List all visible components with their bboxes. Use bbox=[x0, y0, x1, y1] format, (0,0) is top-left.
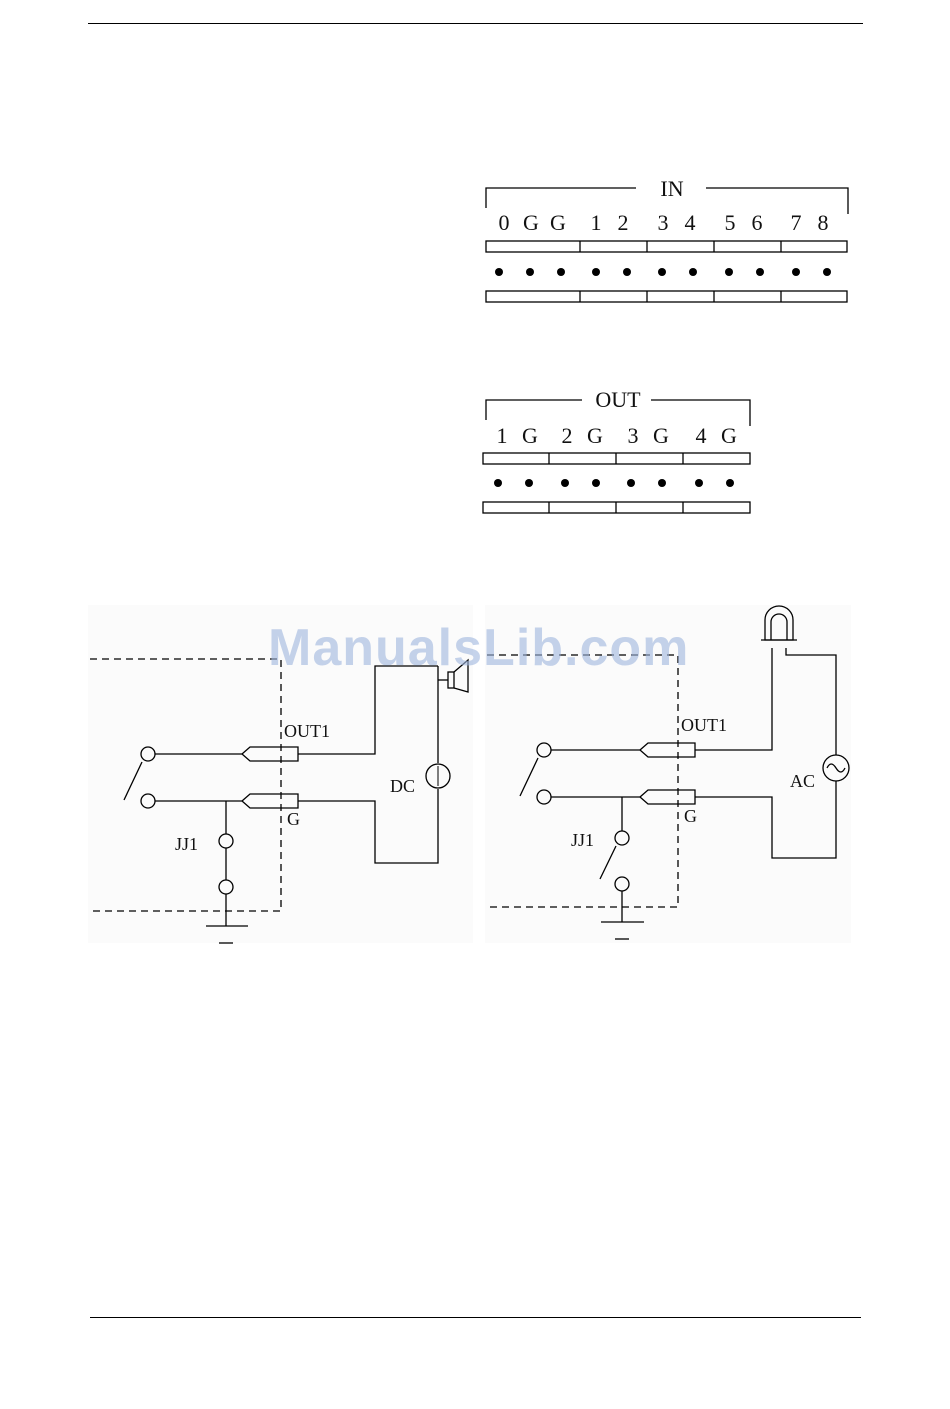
out-pin-label: G bbox=[522, 423, 538, 448]
in-pin-label: 5 bbox=[725, 210, 736, 235]
watermark: ManualsLib.com bbox=[268, 618, 689, 678]
out-connector bbox=[483, 400, 750, 513]
out-pin-label: 2 bbox=[562, 423, 573, 448]
out-pin-label: G bbox=[721, 423, 737, 448]
left-switch-label: JJ1 bbox=[175, 834, 198, 854]
terminal-dot bbox=[726, 479, 734, 487]
terminal-dot bbox=[756, 268, 764, 276]
left-source-label: DC bbox=[390, 776, 415, 796]
in-pin-label: 7 bbox=[791, 210, 802, 235]
in-pin-label: G bbox=[550, 210, 566, 235]
right-ground-label: G bbox=[684, 806, 697, 826]
in-pin-label: 6 bbox=[752, 210, 763, 235]
terminal-dot bbox=[725, 268, 733, 276]
terminal-dot bbox=[695, 479, 703, 487]
in-pin-label: 2 bbox=[618, 210, 629, 235]
right-switch-label: JJ1 bbox=[571, 830, 594, 850]
in-pin-label: 4 bbox=[685, 210, 696, 235]
terminal-dot bbox=[592, 268, 600, 276]
terminal-dot bbox=[495, 268, 503, 276]
out-pin-label: G bbox=[587, 423, 603, 448]
out-pin-label: 4 bbox=[696, 423, 707, 448]
left-ground-label: G bbox=[287, 809, 300, 829]
terminal-dot bbox=[561, 479, 569, 487]
in-pin-label: 0 bbox=[499, 210, 510, 235]
terminal-dot bbox=[792, 268, 800, 276]
terminal-dot bbox=[658, 479, 666, 487]
out-terminal-dots bbox=[494, 479, 734, 487]
in-pin-labels: 0 G G 1 2 3 4 5 6 7 8 bbox=[499, 210, 829, 235]
terminal-dot bbox=[525, 479, 533, 487]
terminal-dot bbox=[526, 268, 534, 276]
in-pin-label: 1 bbox=[591, 210, 602, 235]
left-out-label: OUT1 bbox=[284, 721, 330, 741]
terminal-dot bbox=[494, 479, 502, 487]
in-terminal-dots bbox=[495, 268, 831, 276]
terminal-dot bbox=[592, 479, 600, 487]
out-pin-label: G bbox=[653, 423, 669, 448]
terminal-dot bbox=[557, 268, 565, 276]
footer-rule bbox=[90, 1317, 861, 1318]
in-connector-title: IN bbox=[660, 176, 683, 201]
in-connector bbox=[486, 188, 848, 302]
in-pin-label: G bbox=[523, 210, 539, 235]
in-pin-label: 8 bbox=[818, 210, 829, 235]
terminal-dot bbox=[627, 479, 635, 487]
right-source-label: AC bbox=[790, 771, 815, 791]
terminal-dot bbox=[689, 268, 697, 276]
out-connector-title: OUT bbox=[595, 387, 641, 412]
out-pin-label: 3 bbox=[628, 423, 639, 448]
terminal-dot bbox=[658, 268, 666, 276]
terminal-dot bbox=[623, 268, 631, 276]
in-pin-label: 3 bbox=[658, 210, 669, 235]
terminal-dot bbox=[823, 268, 831, 276]
out-pin-label: 1 bbox=[497, 423, 508, 448]
right-out-label: OUT1 bbox=[681, 715, 727, 735]
out-pin-labels: 1 G 2 G 3 G 4 G bbox=[497, 423, 738, 448]
